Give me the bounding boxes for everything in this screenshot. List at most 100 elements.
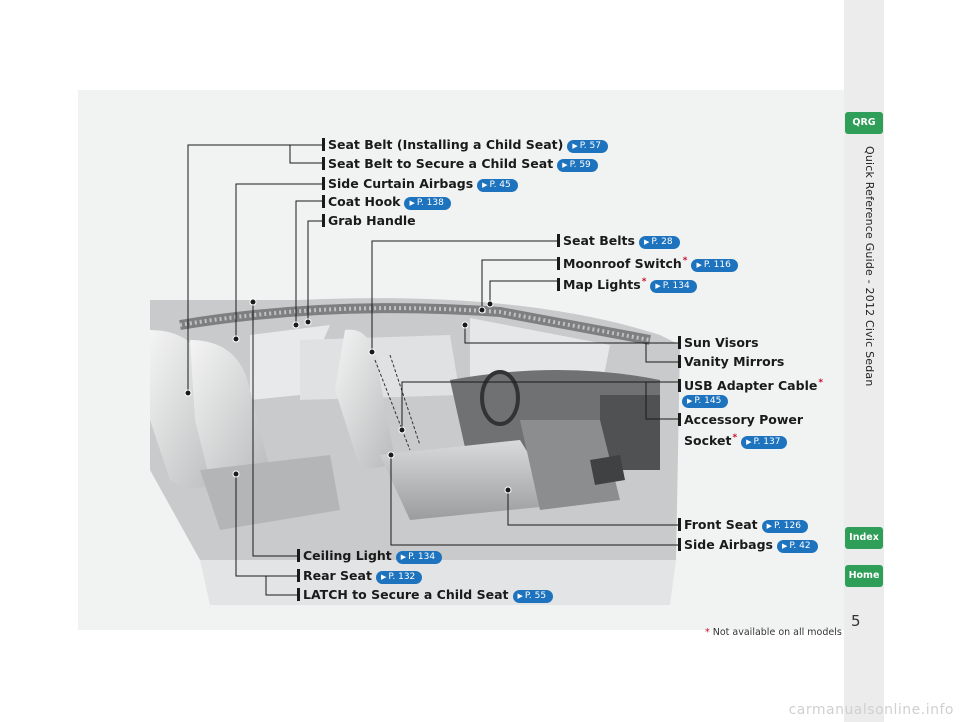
callout-usb-adapter-cable: USB Adapter Cable* — [678, 376, 823, 393]
callout-coat-hook: Coat Hook▶P. 138 — [322, 195, 451, 210]
callout-label: Coat Hook — [328, 194, 401, 209]
callout-bar — [297, 569, 300, 582]
callout-side-airbags: Side Airbags▶P. 42 — [678, 538, 818, 553]
arrow-icon: ▶ — [517, 592, 523, 600]
asterisk-mark: * — [732, 433, 738, 443]
callout-label: Socket — [684, 433, 732, 448]
arrow-icon: ▶ — [655, 282, 661, 290]
page-ref-link[interactable]: ▶P. 134 — [395, 551, 443, 564]
arrow-icon: ▶ — [746, 438, 752, 446]
page-ref-link[interactable]: ▶P. 57 — [567, 140, 608, 153]
arrow-icon: ▶ — [562, 161, 568, 169]
callout-bar — [678, 336, 681, 349]
arrow-icon: ▶ — [781, 542, 788, 550]
page-ref-text: P. 134 — [662, 281, 690, 291]
callout-bar — [678, 355, 681, 368]
page-ref-text: P. 116 — [703, 260, 731, 270]
page-ref-link[interactable]: ▶P. 59 — [557, 159, 598, 172]
callout-bar — [678, 518, 681, 531]
arrow-icon: ▶ — [400, 553, 407, 561]
callout-label: Map Lights — [563, 277, 641, 292]
callout-bar — [557, 257, 560, 270]
callout-accessory-socket: Socket*▶P. 137 — [684, 431, 788, 449]
callout-usb-ref: ▶P. 145 — [682, 393, 729, 408]
callout-bar — [322, 195, 325, 208]
callout-map-lights: Map Lights*▶P. 134 — [557, 275, 697, 293]
callout-label: Vanity Mirrors — [684, 354, 785, 369]
page-ref-text: P. 55 — [524, 591, 547, 601]
footnote-text: Not available on all models — [712, 627, 842, 638]
page-ref-link[interactable]: ▶P. 45 — [477, 179, 518, 192]
callout-sun-visors: Sun Visors — [678, 336, 759, 350]
page-ref-link[interactable]: ▶P. 138 — [404, 197, 451, 210]
callout-latch: LATCH to Secure a Child Seat▶P. 55 — [297, 587, 554, 603]
page-ref-link[interactable]: ▶P. 145 — [682, 395, 729, 408]
page-ref-link[interactable]: ▶P. 126 — [761, 520, 808, 533]
page-ref-text: P. 137 — [753, 437, 781, 447]
callout-label: USB Adapter Cable — [684, 378, 818, 393]
page-ref-text: P. 138 — [416, 198, 444, 208]
callout-bar — [557, 234, 560, 247]
callout-seat-belt-child-seat: Seat Belt (Installing a Child Seat)▶P. 5… — [322, 138, 608, 153]
arrow-icon: ▶ — [643, 238, 650, 246]
page-ref-text: P. 126 — [774, 521, 801, 531]
page-ref-text: P. 42 — [789, 541, 811, 551]
callout-rear-seat: Rear Seat▶P. 132 — [297, 568, 423, 584]
page-ref-link[interactable]: ▶P. 42 — [776, 540, 818, 553]
asterisk-mark: * — [818, 378, 824, 388]
page-ref-link[interactable]: ▶P. 28 — [638, 236, 680, 249]
arrow-icon: ▶ — [572, 142, 578, 150]
callout-side-curtain-airbags: Side Curtain Airbags▶P. 45 — [322, 177, 518, 192]
page-ref-text: P. 132 — [388, 572, 416, 582]
arrow-icon: ▶ — [687, 397, 693, 405]
callout-label: Accessory Power — [684, 412, 804, 427]
tab-home[interactable]: Home — [845, 565, 883, 587]
asterisk-mark: * — [705, 627, 710, 638]
tab-qrg[interactable]: QRG — [845, 112, 883, 134]
callout-front-seat: Front Seat▶P. 126 — [678, 518, 808, 533]
arrow-icon: ▶ — [380, 573, 387, 581]
page-ref-link[interactable]: ▶P. 55 — [512, 590, 554, 603]
page-ref-text: P. 45 — [489, 180, 511, 190]
callout-bar — [297, 549, 300, 562]
watermark: carmanualsonline.info — [788, 702, 954, 718]
callout-label: Sun Visors — [684, 335, 759, 350]
arrow-icon: ▶ — [409, 199, 415, 207]
page-ref-text: P. 59 — [569, 160, 591, 170]
callout-label: Rear Seat — [303, 568, 372, 583]
callout-seat-belts: Seat Belts▶P. 28 — [557, 234, 680, 249]
callout-bar — [322, 214, 325, 227]
callout-seat-belt-secure: Seat Belt to Secure a Child Seat▶P. 59 — [322, 157, 598, 172]
callout-bar — [678, 413, 681, 426]
callout-label: Seat Belt (Installing a Child Seat) — [328, 137, 564, 152]
callout-bar — [678, 379, 681, 392]
page-ref-link[interactable]: ▶P. 134 — [650, 280, 697, 293]
callout-label: Grab Handle — [328, 213, 416, 228]
callout-accessory-power: Accessory Power — [678, 413, 803, 427]
callout-bar — [557, 278, 560, 291]
page-ref-text: P. 57 — [579, 141, 601, 151]
callout-vanity-mirrors: Vanity Mirrors — [678, 355, 784, 369]
callout-bar — [322, 157, 325, 170]
callout-label: Moonroof Switch — [563, 256, 682, 271]
callout-label: Front Seat — [684, 517, 758, 532]
sidebar-title: Quick Reference Guide - 2012 Civic Sedan — [863, 146, 876, 387]
asterisk-mark: * — [641, 277, 647, 287]
callout-label: Side Curtain Airbags — [328, 176, 474, 191]
asterisk-mark: * — [682, 256, 688, 266]
arrow-icon: ▶ — [766, 522, 772, 530]
callout-bar — [322, 177, 325, 190]
callout-label: LATCH to Secure a Child Seat — [303, 587, 509, 602]
page-ref-link[interactable]: ▶P. 137 — [741, 436, 788, 449]
tab-index[interactable]: Index — [845, 527, 883, 549]
callout-bar — [678, 538, 681, 551]
page-ref-link[interactable]: ▶P. 116 — [691, 259, 738, 272]
page-ref-text: P. 134 — [408, 552, 436, 562]
callout-label: Seat Belts — [563, 233, 635, 248]
callout-grab-handle: Grab Handle — [322, 214, 416, 228]
page-ref-link[interactable]: ▶P. 132 — [375, 571, 423, 584]
arrow-icon: ▶ — [696, 261, 702, 269]
page-number: 5 — [851, 612, 861, 630]
callout-label: Seat Belt to Secure a Child Seat — [328, 156, 554, 171]
callout-moonroof-switch: Moonroof Switch*▶P. 116 — [557, 254, 738, 272]
